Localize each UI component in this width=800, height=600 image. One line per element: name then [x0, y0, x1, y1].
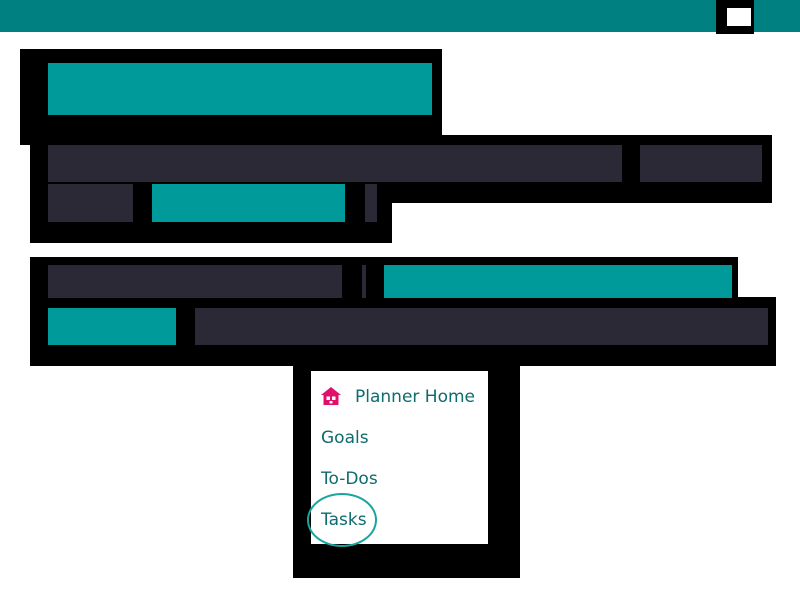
redacted-text-short [640, 145, 762, 182]
menu-item-planner-home[interactable]: Planner Home [355, 387, 475, 407]
redacted-text-line-2 [48, 265, 342, 298]
home-icon [321, 387, 341, 405]
redacted-link-2[interactable] [384, 265, 732, 298]
redacted-text-line [48, 145, 622, 182]
redacted-divider [362, 265, 366, 298]
redacted-fragment [365, 184, 377, 222]
redacted-title [48, 63, 432, 115]
menu-item-goals[interactable]: Goals [321, 428, 369, 448]
top-bar [0, 0, 800, 32]
redacted-text-line-3 [195, 308, 768, 345]
menu-item-to-dos[interactable]: To-Dos [321, 469, 378, 489]
tasks-highlight-ring [307, 493, 377, 547]
window-icon [727, 8, 751, 26]
redacted-link-3[interactable] [48, 308, 176, 345]
redacted-text-word [48, 184, 133, 222]
redacted-link[interactable] [152, 184, 345, 222]
